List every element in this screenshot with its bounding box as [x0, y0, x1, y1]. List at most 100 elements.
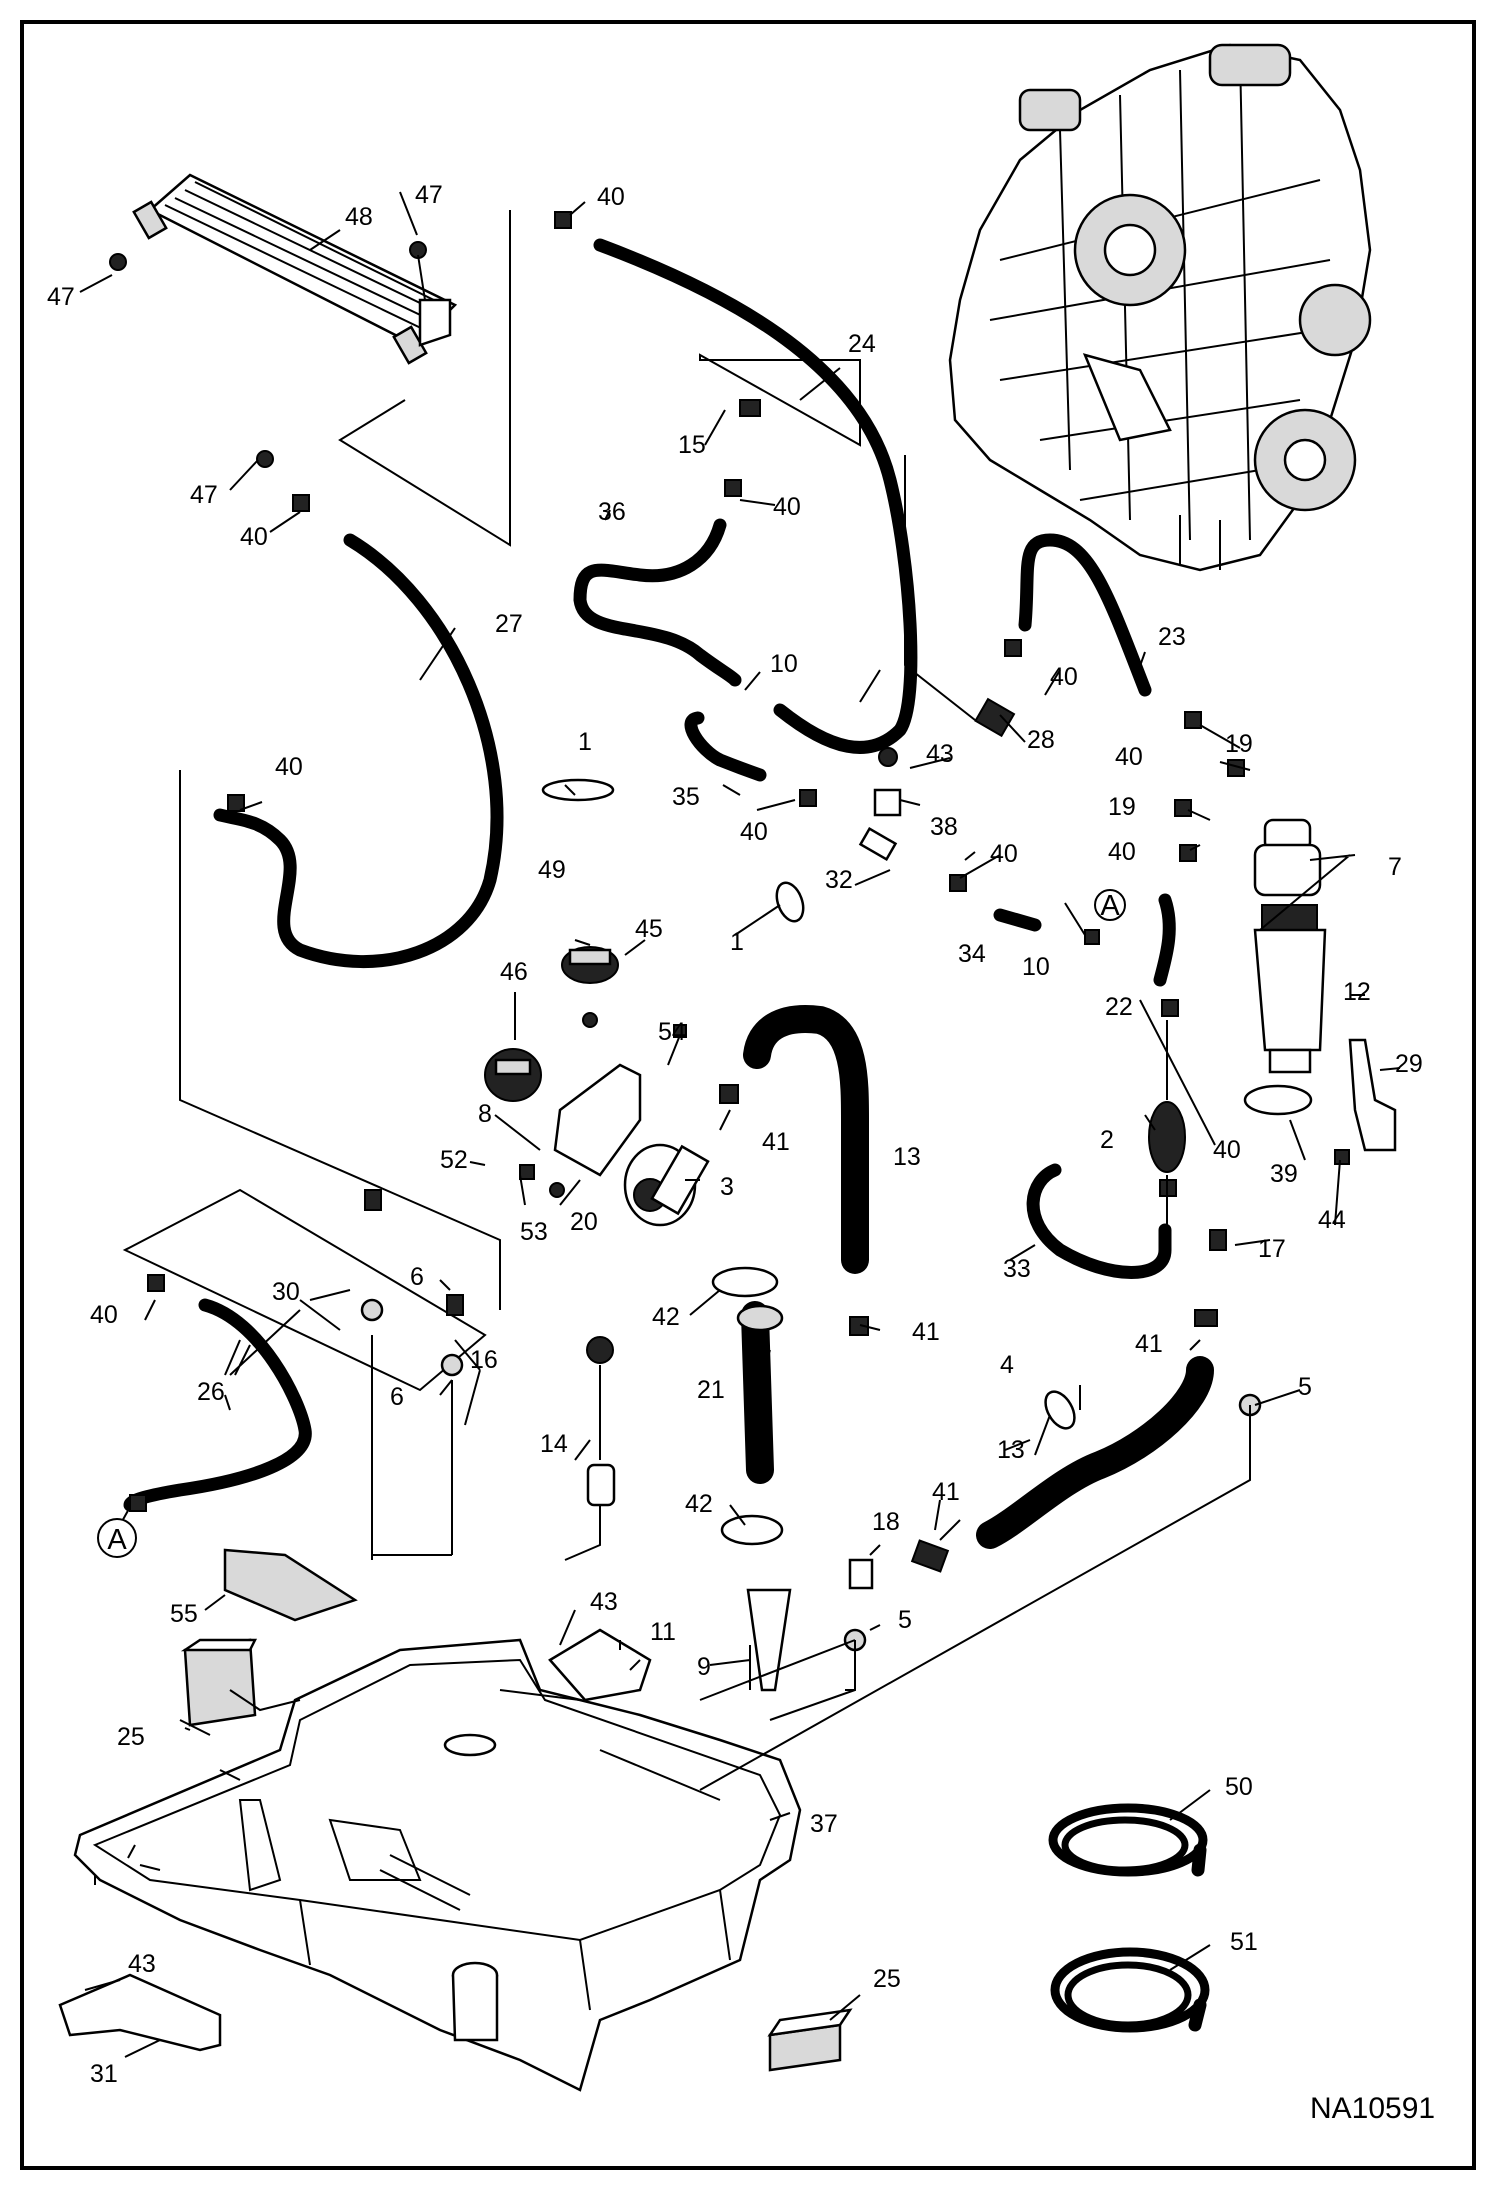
label-17: 17 — [1258, 1235, 1286, 1263]
label-46: 46 — [500, 958, 528, 986]
label-35: 35 — [672, 783, 700, 811]
drawing-border — [20, 20, 1476, 2170]
cap-46 — [484, 1048, 542, 1102]
label-27: 27 — [495, 610, 523, 638]
callout-labels: 47 48 47 47 40 40 24 15 40 36 27 10 23 4… — [47, 181, 1423, 2088]
clamp-42-lower — [720, 1514, 784, 1546]
bracket-29 — [1348, 1038, 1397, 1152]
fuel-tank-37 — [73, 1638, 802, 2092]
label-38: 38 — [930, 813, 958, 841]
callout-A-lower-text: A — [107, 1524, 127, 1556]
label-6: 6 — [410, 1263, 424, 1291]
shield-11 — [548, 1628, 652, 1702]
label-4: 4 — [1000, 1351, 1014, 1379]
clamp-1-lower — [775, 881, 805, 923]
callout-A-lower: A — [97, 1518, 137, 1558]
label-49: 49 — [538, 856, 566, 884]
label-1: 1 — [730, 928, 744, 956]
label-19: 19 — [1108, 793, 1136, 821]
hose-13-upper — [743, 1005, 869, 1274]
label-39: 39 — [1270, 1160, 1298, 1188]
label-40: 40 — [90, 1301, 118, 1329]
label-18: 18 — [872, 1508, 900, 1536]
hose-34 — [993, 908, 1042, 932]
hose-23 — [1018, 533, 1152, 697]
cooler-48 — [109, 173, 458, 468]
label-1: 1 — [578, 728, 592, 756]
clamp-39 — [1243, 1084, 1313, 1116]
label-41: 41 — [932, 1478, 960, 1506]
label-32: 32 — [825, 866, 853, 894]
clamp-1-upper — [541, 778, 615, 802]
label-43: 43 — [590, 1588, 618, 1616]
reference-frame-top — [338, 210, 511, 547]
label-40: 40 — [1050, 663, 1078, 691]
label-52: 52 — [440, 1146, 468, 1174]
hose-27 — [213, 533, 504, 969]
label-42: 42 — [652, 1303, 680, 1331]
hose-33 — [1026, 1163, 1172, 1279]
label-47: 47 — [47, 283, 75, 311]
engine-illustration — [948, 43, 1372, 572]
block-25-left — [180, 1638, 258, 1727]
label-41: 41 — [762, 1128, 790, 1156]
label-12: 12 — [1343, 978, 1371, 1006]
label-55: 55 — [170, 1600, 198, 1628]
label-44: 44 — [1318, 1206, 1346, 1234]
label-26: 26 — [197, 1378, 225, 1406]
cap-45 — [561, 946, 619, 984]
label-40: 40 — [1115, 743, 1143, 771]
filler-neck-3 — [623, 1143, 710, 1227]
label-28: 28 — [1027, 726, 1055, 754]
label-7: 7 — [1388, 853, 1402, 881]
label-31: 31 — [90, 2060, 118, 2088]
label-36: 36 — [598, 498, 626, 526]
label-53: 53 — [520, 1218, 548, 1246]
label-20: 20 — [570, 1208, 598, 1236]
label-6: 6 — [390, 1383, 404, 1411]
drawing-code: NA10591 — [1310, 2092, 1435, 2125]
label-23: 23 — [1158, 623, 1186, 651]
label-14: 14 — [540, 1430, 568, 1458]
sender-14 — [586, 1336, 616, 1507]
label-47: 47 — [415, 181, 443, 209]
label-40: 40 — [240, 523, 268, 551]
callout-A-upper: A — [1094, 889, 1126, 922]
label-25: 25 — [117, 1723, 145, 1751]
label-40: 40 — [597, 183, 625, 211]
label-41: 41 — [912, 1318, 940, 1346]
hose-26 — [123, 1298, 312, 1512]
hose-13-lower — [976, 1356, 1214, 1549]
label-34: 34 — [958, 940, 986, 968]
label-45: 45 — [635, 915, 663, 943]
bracket-20 — [553, 1063, 642, 1177]
label-10: 10 — [1022, 953, 1050, 981]
label-21: 21 — [697, 1376, 725, 1404]
skid-plate-31 — [58, 1973, 222, 2052]
label-9: 9 — [697, 1653, 711, 1681]
label-47: 47 — [190, 481, 218, 509]
hose-coil-51 — [1050, 1947, 1210, 2033]
label-2: 2 — [1100, 1126, 1114, 1154]
label-3: 3 — [720, 1173, 734, 1201]
pad-55 — [223, 1548, 358, 1622]
callout-A-upper-text: A — [1100, 890, 1120, 922]
hose-21-end — [736, 1304, 784, 1332]
primer-bulb-2 — [1148, 1101, 1186, 1173]
hose-35 — [684, 711, 767, 782]
hose-22 — [1153, 893, 1176, 987]
label-15: 15 — [678, 431, 706, 459]
strainer-9 — [746, 1588, 792, 1692]
hose-coil-50 — [1048, 1803, 1208, 1877]
hose-36 — [573, 518, 742, 687]
label-13: 13 — [893, 1143, 921, 1171]
label-41: 41 — [1135, 1330, 1163, 1358]
label-22: 22 — [1105, 993, 1133, 1021]
label-5: 5 — [898, 1606, 912, 1634]
label-40: 40 — [740, 818, 768, 846]
label-11: 11 — [650, 1618, 676, 1646]
clamp-42-upper — [711, 1266, 779, 1298]
label-42: 42 — [685, 1490, 713, 1518]
hose-24 — [593, 238, 918, 754]
